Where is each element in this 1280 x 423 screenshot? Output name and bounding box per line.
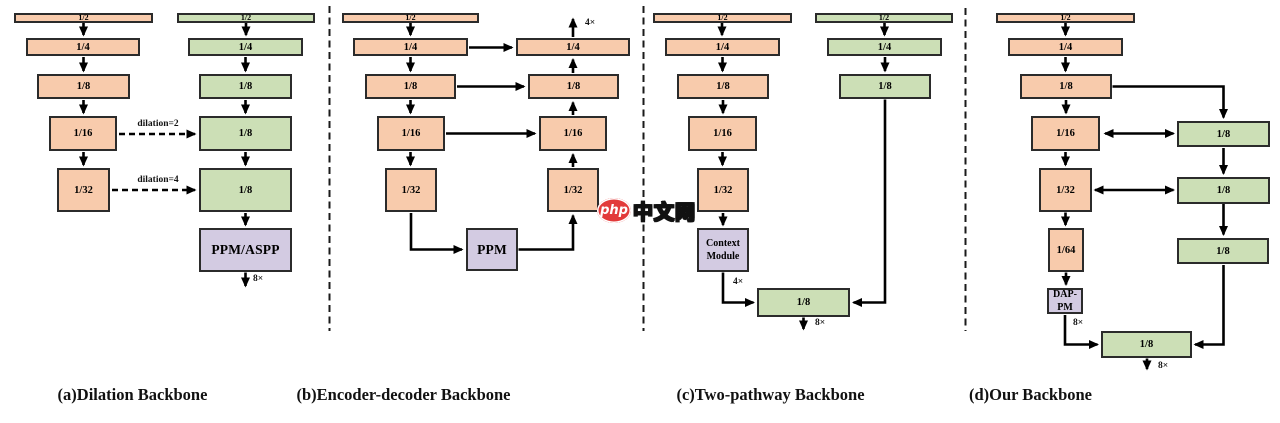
arrow-context-path-to-fuse bbox=[852, 99, 887, 307]
php-logo-icon: php bbox=[597, 198, 631, 223]
box-scale: 1/4 bbox=[516, 38, 630, 56]
arrow-branch-start bbox=[1112, 85, 1228, 119]
panel-c-arrows bbox=[717, 23, 890, 331]
box-scale: 1/4 bbox=[26, 38, 140, 56]
box-scale: 1/16 bbox=[539, 116, 607, 151]
box-scale: 1/16 bbox=[1031, 116, 1100, 151]
box-scale: 1/32 bbox=[547, 168, 599, 212]
arrow-from-ppm bbox=[518, 214, 578, 251]
dappm-module-box: DAP- PM bbox=[1047, 288, 1083, 314]
caption-dilation-backbone: (a)Dilation Backbone bbox=[57, 385, 208, 404]
branch-box: 1/8 bbox=[1177, 238, 1269, 264]
panel-a-arrows bbox=[79, 23, 251, 288]
ppm-module-box: PPM bbox=[466, 228, 518, 271]
watermark: php 中文网 bbox=[597, 196, 696, 225]
context-module-box: Context Module bbox=[697, 228, 749, 272]
fuse-box: 1/8 bbox=[757, 288, 850, 317]
box-scale: 1/2 bbox=[14, 13, 153, 23]
box-scale: 1/32 bbox=[697, 168, 749, 212]
ppm-aspp-module-box: PPM/ASPP bbox=[199, 228, 292, 272]
box-scale: 1/4 bbox=[353, 38, 468, 56]
box-scale: 1/4 bbox=[1008, 38, 1123, 56]
box-scale: 1/2 bbox=[653, 13, 792, 23]
box-scale: 1/2 bbox=[177, 13, 315, 23]
box-scale: 1/8 bbox=[528, 74, 619, 99]
arrow-module-to-fuse bbox=[721, 272, 755, 307]
watermark-text: 中文网 bbox=[632, 199, 696, 225]
box-scale: 1/4 bbox=[188, 38, 303, 56]
box-scale: 1/8 bbox=[199, 74, 292, 99]
branch-box: 1/8 bbox=[1177, 177, 1270, 204]
box-scale: 1/4 bbox=[827, 38, 942, 56]
box-scale: 1/8 bbox=[199, 116, 292, 151]
box-scale: 1/8 bbox=[1020, 74, 1112, 99]
output-scale-label: 4× bbox=[585, 18, 596, 28]
box-scale: 1/16 bbox=[377, 116, 445, 151]
fuse-box: 1/8 bbox=[1101, 331, 1192, 358]
box-scale: 1/16 bbox=[49, 116, 117, 151]
box-scale: 1/2 bbox=[996, 13, 1135, 23]
mid-scale-label: 4× bbox=[733, 277, 744, 287]
output-scale-label: 8× bbox=[815, 318, 826, 328]
branch-box: 1/8 bbox=[1177, 121, 1270, 147]
box-scale: 1/8 bbox=[199, 168, 292, 212]
box-scale: 1/32 bbox=[57, 168, 110, 212]
panel-b-arrows bbox=[406, 17, 578, 254]
dilation-2-label: dilation=2 bbox=[137, 119, 179, 129]
dilation-4-label: dilation=4 bbox=[137, 175, 179, 185]
caption-our-backbone: (d)Our Backbone bbox=[968, 385, 1092, 404]
box-scale: 1/32 bbox=[1039, 168, 1092, 212]
dappm-module-text: DAP- PM bbox=[1053, 288, 1077, 314]
box-scale: 1/8 bbox=[677, 74, 769, 99]
box-scale: 1/32 bbox=[385, 168, 437, 212]
arrow-branch-to-fuse bbox=[1193, 265, 1225, 349]
box-scale: 1/16 bbox=[688, 116, 757, 151]
output-scale-label: 8× bbox=[253, 274, 264, 284]
output-scale-label: 8× bbox=[1158, 361, 1169, 371]
panel-d-arrows bbox=[1061, 23, 1228, 371]
box-scale: 1/8 bbox=[839, 74, 931, 99]
caption-two-pathway-backbone: (c)Two-pathway Backbone bbox=[676, 385, 865, 404]
dappm-module-line1: DAP- bbox=[1053, 289, 1077, 300]
context-module-text: Context Module bbox=[706, 237, 740, 263]
box-scale: 1/4 bbox=[665, 38, 780, 56]
box-scale: 1/2 bbox=[342, 13, 479, 23]
arrow-module-to-fuse bbox=[1063, 315, 1099, 349]
arrow-to-ppm bbox=[409, 213, 464, 254]
context-module-line1: Context bbox=[706, 238, 740, 249]
box-scale: 1/8 bbox=[365, 74, 456, 99]
box-scale: 1/8 bbox=[37, 74, 130, 99]
caption-encoder-decoder-backbone: (b)Encoder-decoder Backbone bbox=[296, 385, 511, 404]
dappm-module-line2: PM bbox=[1057, 302, 1073, 313]
context-module-line2: Module bbox=[706, 251, 740, 262]
box-scale: 1/2 bbox=[815, 13, 953, 23]
pm-scale-label: 8× bbox=[1073, 318, 1084, 328]
box-scale: 1/64 bbox=[1048, 228, 1084, 272]
